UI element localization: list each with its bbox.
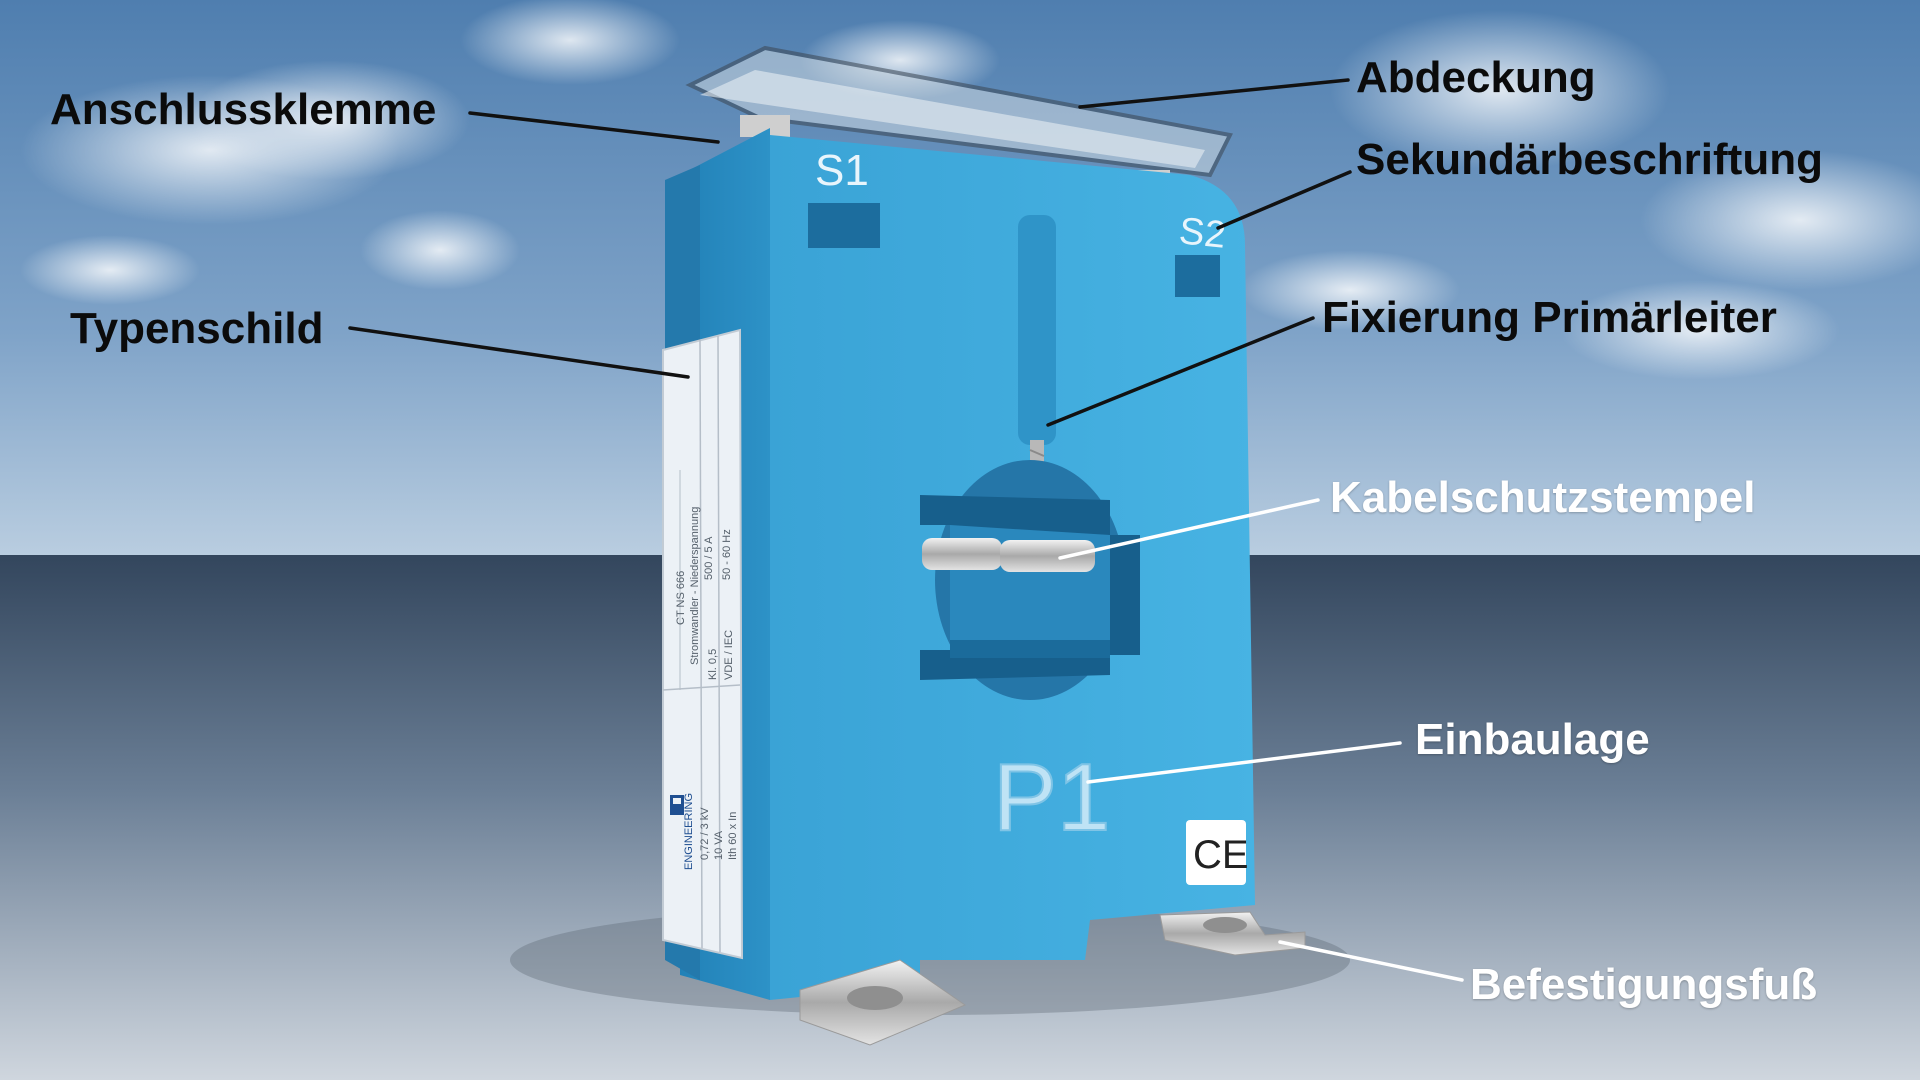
nameplate-overcurrent: Ith 60 x In <box>727 812 739 860</box>
ce-badge: CE <box>1186 820 1249 885</box>
mounting-feet <box>799 911 1306 1046</box>
nameplate-brand: ENGINEERING <box>683 793 695 870</box>
terminal-label-s1: S1 <box>815 146 869 195</box>
terminal-window-s1 <box>808 203 880 248</box>
label-einbaulage: Einbaulage <box>1415 715 1650 764</box>
leader-befestigung <box>1278 940 1464 982</box>
primary-mark: P1 <box>993 744 1110 851</box>
nameplate-voltage: 0,72 / 3 kV <box>699 807 711 860</box>
label-kabelschutzstempel: Kabelschutzstempel <box>1330 473 1756 522</box>
label-anschlussklemme: Anschlussklemme <box>50 85 437 134</box>
label-befestigungsfuss: Befestigungsfuß <box>1470 960 1818 1009</box>
leader-anschlussklemme <box>468 111 720 144</box>
nameplate-frequency: 50 - 60 Hz <box>721 529 733 580</box>
leader-einbaulage <box>1086 741 1402 784</box>
clouds <box>20 0 1920 380</box>
label-sekundaerbeschriftung: Sekundärbeschriftung <box>1356 135 1823 184</box>
fixing-slot <box>1018 215 1056 445</box>
nameplate-class: Kl. 0,5 <box>707 649 719 680</box>
nameplate-ratio: 500 / 5 A <box>703 536 715 580</box>
brand-logo <box>670 795 684 815</box>
leader-kabelschutz <box>1058 498 1320 560</box>
nameplate-type: Stromwandler - Niederspannung <box>689 507 701 665</box>
cable-stamps <box>922 538 1095 572</box>
label-typenschild: Typenschild <box>70 304 324 353</box>
terminal-label-s2: S2 <box>1177 210 1228 257</box>
label-abdeckung: Abdeckung <box>1356 53 1596 102</box>
nameplate <box>662 328 744 960</box>
nameplate-model: CT NS 666 <box>675 571 687 625</box>
nameplate-standard: VDE / IEC <box>723 630 735 680</box>
nameplate-burden: 10 VA <box>713 830 725 860</box>
ce-mark: CE <box>1193 833 1249 877</box>
leader-typenschild <box>348 326 690 379</box>
leader-fixierung <box>1046 316 1315 427</box>
leader-sekundaer <box>1216 170 1352 230</box>
label-fixierung-primaerleiter: Fixierung Primärleiter <box>1322 293 1777 342</box>
leader-abdeckung <box>1078 78 1350 109</box>
terminal-window-s2 <box>1175 255 1220 297</box>
